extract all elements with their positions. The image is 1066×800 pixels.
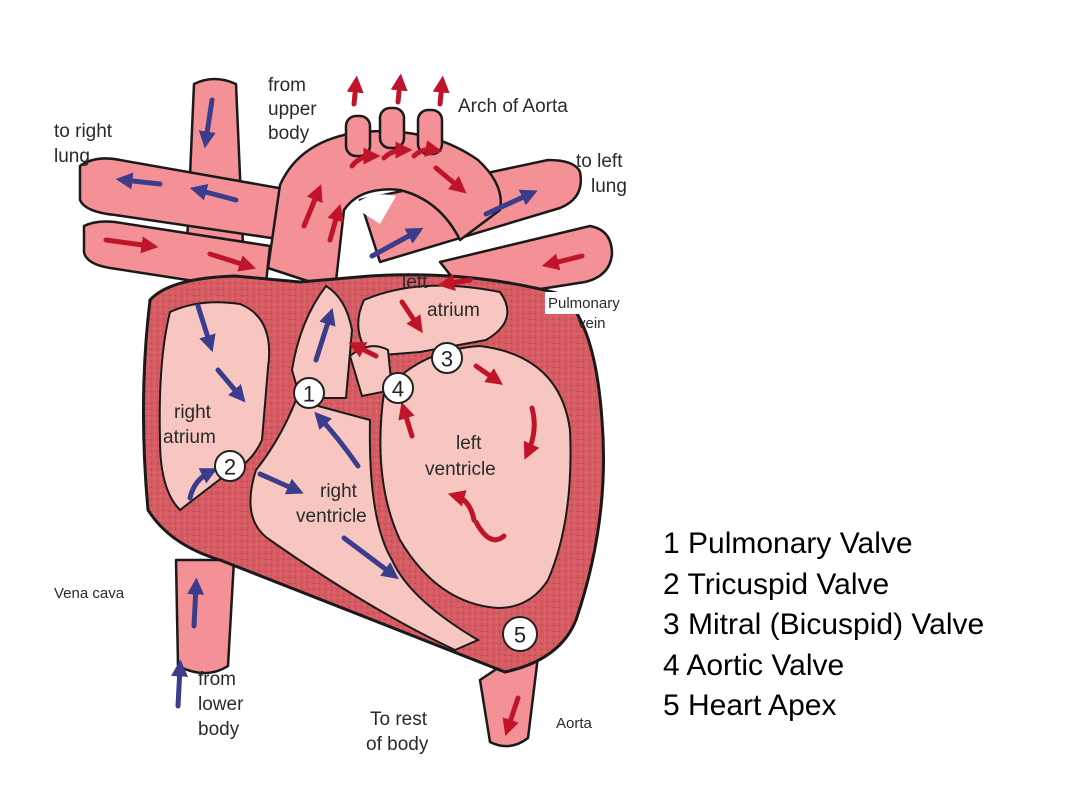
- red-arrow-mitral: [473, 363, 503, 385]
- label-right-ventricle-2: ventricle: [296, 506, 367, 527]
- marker-5-label: 5: [514, 623, 526, 648]
- red-arrow-ascending: [301, 184, 323, 229]
- arch-gap: [352, 194, 396, 224]
- red-arrow-right-lung-in-1: [103, 236, 159, 254]
- red-arrow-arch-3: [411, 140, 443, 159]
- label-aorta: Aorta: [556, 715, 593, 732]
- label-to-rest-of-body: To rest of body: [366, 709, 429, 755]
- label-from-lower-body: from lower body: [198, 669, 244, 740]
- label-left-ventricle-2: ventricle: [425, 459, 496, 480]
- red-arrow-arch-out-2: [390, 73, 408, 105]
- blue-arrow-ra-3: [187, 468, 218, 501]
- blue-arrow-right-lung-1: [115, 172, 163, 190]
- blue-arrow-svc: [198, 97, 216, 149]
- arch-branch-1: [344, 114, 372, 158]
- blue-arrow-ivc: [187, 577, 205, 629]
- label-to-left-lung: to left lung: [576, 151, 627, 197]
- label-body-lower: body: [198, 719, 240, 740]
- red-arrow-lv-loop: [473, 519, 507, 543]
- label-right-atrium-1: right: [174, 402, 212, 423]
- valve-legend: 1 Pulmonary Valve 2 Tricuspid Valve 3 Mi…: [663, 524, 1053, 727]
- marker-2-label: 2: [224, 455, 236, 480]
- inferior-vena-cava: [174, 558, 236, 675]
- blue-arrow-ra-1: [195, 303, 216, 353]
- red-arrow-la-in: [437, 274, 473, 291]
- legend-item-mitral-valve: 3 Mitral (Bicuspid) Valve: [663, 608, 985, 641]
- label-pulmonary-vein: Pulmonary vein: [545, 292, 645, 332]
- red-arrow-descending: [502, 695, 521, 737]
- label-right-ventricle-1: right: [320, 481, 358, 502]
- red-arrow-lv-up: [398, 401, 415, 439]
- label-from-lower: from: [198, 669, 236, 690]
- left-atrium-chamber: [357, 284, 509, 358]
- label-arch-of-aorta: Arch of Aorta: [458, 96, 568, 117]
- red-arrow-right-lung-in-2: [207, 251, 257, 272]
- red-arrow-ascending-2: [327, 203, 344, 243]
- label-from-upper-body: from upper body: [268, 75, 317, 144]
- arch-branch-2: [378, 106, 406, 150]
- legend-item-heart-apex: 5 Heart Apex: [663, 689, 837, 722]
- label-of-body: of body: [366, 734, 429, 755]
- red-arrow-arch-out-3: [432, 75, 450, 107]
- blue-arrow-rv-down: [341, 535, 399, 580]
- label-right-atrium: right atrium: [163, 402, 216, 448]
- label-right-ventricle: right ventricle: [296, 481, 367, 527]
- label-to-rest: To rest: [370, 709, 428, 730]
- red-arrow-left-vein: [541, 253, 585, 271]
- red-arrow-arch-4: [433, 165, 467, 194]
- label-vein: vein: [578, 315, 606, 332]
- label-pulmonary: Pulmonary: [548, 295, 620, 312]
- marker-1: 1: [293, 377, 325, 409]
- flow-arrows: [103, 73, 585, 737]
- marker-5: 5: [502, 616, 538, 652]
- red-arrow-arch-1: [349, 147, 381, 169]
- legend-item-tricuspid-valve: 2 Tricuspid Valve: [663, 567, 890, 601]
- blue-arrow-left-lung-1: [369, 227, 424, 259]
- label-left-atrium: left atrium: [402, 272, 480, 321]
- label-left-ventricle: left ventricle: [425, 433, 496, 480]
- label-left-atrium-1: left: [402, 272, 428, 293]
- blue-arrow-ra-2: [215, 367, 246, 403]
- marker-3-label: 3: [441, 347, 453, 372]
- red-arrow-arch-out-1: [346, 75, 364, 107]
- marker-2: 2: [214, 450, 246, 482]
- label-to-right: to right: [54, 121, 113, 142]
- label-lung-left: lung: [591, 176, 627, 197]
- label-from: from: [268, 75, 306, 96]
- red-arrow-arch-2: [381, 141, 413, 161]
- label-to-left: to left: [576, 151, 623, 172]
- red-arrow-la-down: [399, 299, 423, 334]
- blue-arrow-pulmonary: [313, 307, 336, 363]
- label-to-right-lung: to right lung: [54, 121, 113, 167]
- label-left-atrium-2: atrium: [427, 300, 480, 321]
- marker-4: 4: [382, 372, 414, 404]
- blue-arrow-tricuspid: [257, 471, 304, 495]
- blue-arrow-rv-up: [314, 411, 361, 469]
- marker-3: 3: [431, 342, 463, 374]
- label-right-atrium-2: atrium: [163, 427, 216, 448]
- label-body: body: [268, 123, 310, 144]
- legend-item-aortic-valve: 4 Aortic Valve: [663, 648, 845, 682]
- label-lower: lower: [198, 694, 244, 715]
- red-arrow-aortic-valve: [348, 342, 379, 359]
- marker-4-label: 4: [392, 377, 404, 402]
- label-left-ventricle-1: left: [456, 433, 482, 454]
- blue-arrow-right-lung-2: [189, 183, 239, 203]
- red-arrow-lv-curve: [447, 490, 477, 523]
- label-vena-cava: Vena cava: [54, 585, 125, 602]
- label-upper: upper: [268, 99, 317, 120]
- blue-arrow-left-lung-2: [483, 189, 538, 217]
- marker-1-label: 1: [303, 382, 315, 407]
- label-lung-right: lung: [54, 146, 90, 167]
- red-arrow-lv-down: [523, 405, 540, 460]
- blue-arrow-lower-body: [171, 659, 189, 709]
- legend-item-pulmonary-valve: 1 Pulmonary Valve: [663, 527, 913, 560]
- left-ventricle-chamber: [379, 344, 572, 610]
